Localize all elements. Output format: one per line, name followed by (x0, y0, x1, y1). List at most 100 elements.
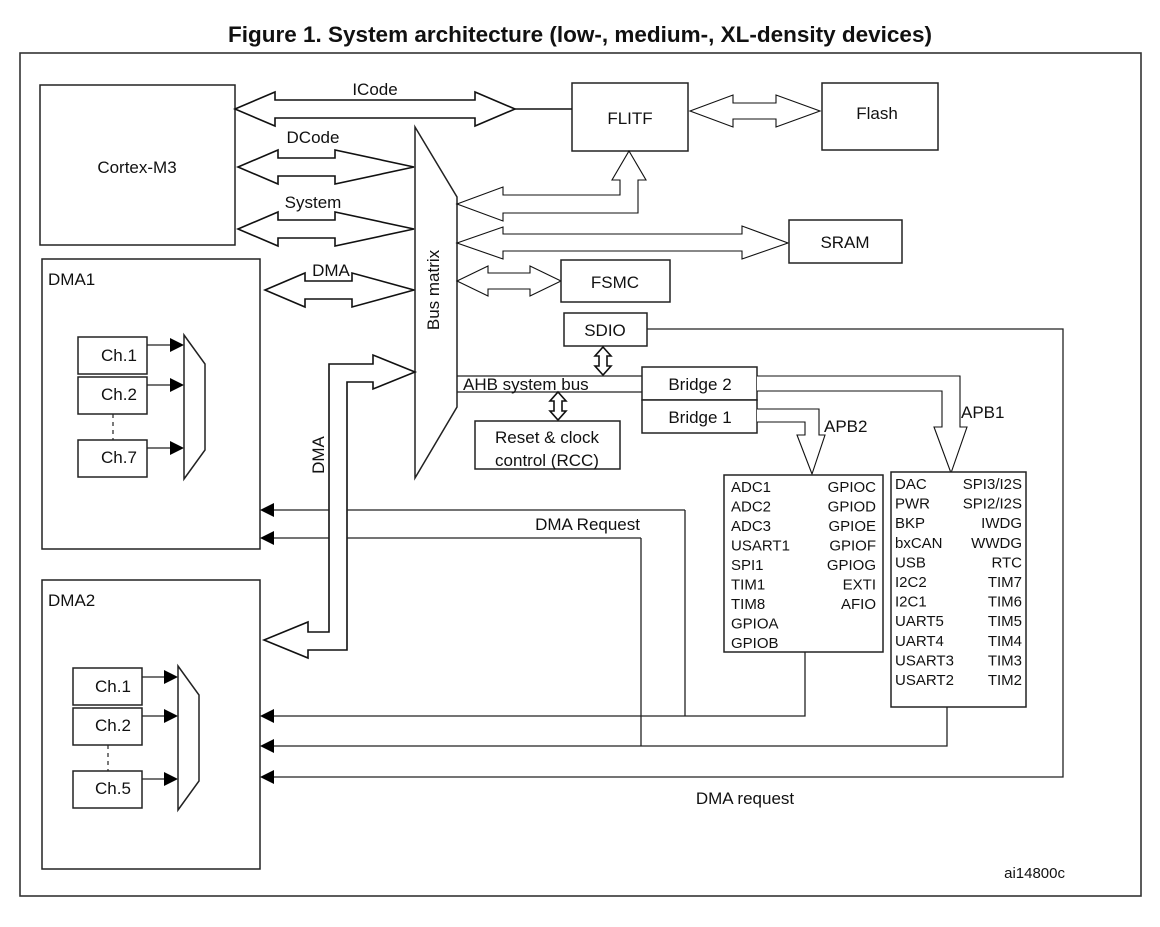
apb2-peripheral-gpiob: GPIOB (731, 635, 779, 652)
sdio-label: SDIO (584, 321, 626, 340)
apb1-peripheral-tim6: TIM6 (988, 594, 1022, 611)
sdio-block: SDIO (563, 312, 648, 347)
figure-id: ai14800c (1004, 865, 1065, 882)
apb2-peripheral-adc1: ADC1 (731, 479, 771, 496)
apb2-peripheral-adc3: ADC3 (731, 518, 771, 535)
dma1-label: DMA1 (48, 270, 95, 289)
dma1-channel-2-label: Ch.2 (101, 385, 137, 404)
apb2-peripheral-afio: AFIO (841, 596, 876, 613)
fsmc-label: FSMC (591, 273, 639, 292)
apb1-peripheral-spi3-i2s: SPI3/I2S (963, 476, 1022, 493)
apb1-peripheral-pwr: PWR (895, 496, 930, 513)
figure-frame (19, 52, 1142, 897)
dma2-label: DMA2 (48, 591, 95, 610)
apb1-peripheral-bxcan: bxCAN (895, 535, 943, 552)
apb2-label: APB2 (824, 417, 867, 436)
sram-label: SRAM (820, 233, 869, 252)
apb1-peripheral-bkp: BKP (895, 515, 925, 532)
apb1-label: APB1 (961, 403, 1004, 422)
dma1-channel-2 (77, 376, 148, 415)
icode-label: ICode (352, 80, 397, 99)
dma2-channel-2-label: Ch.2 (95, 716, 131, 735)
dma1-channel-7 (77, 439, 148, 478)
cortex-m3-label: Cortex-M3 (97, 158, 176, 177)
dma2-channel-1 (72, 667, 143, 706)
dma1-request-lines: DMA Request (260, 503, 686, 746)
bus-matrix: Bus matrix (414, 124, 458, 481)
apb2-peripheral-gpioc: GPIOC (828, 479, 877, 496)
apb1-peripheral-spi2-i2s: SPI2/I2S (963, 496, 1022, 513)
apb1-peripheral-tim4: TIM4 (988, 633, 1022, 650)
dma1-block: DMA1 Ch.1 Ch.2 Ch.7 (41, 258, 261, 550)
dma2-arbiter (177, 663, 200, 813)
matrix-sram-bus (455, 225, 790, 260)
apb2-peripheral-spi1: SPI1 (731, 557, 764, 574)
apb1-bus: APB1 (757, 375, 1004, 475)
dcode-label: DCode (287, 128, 340, 147)
bridge-2-label: Bridge 2 (668, 375, 731, 394)
dma2-channel-2 (72, 707, 143, 746)
matrix-flitf-bus (455, 149, 647, 222)
apb2-peripheral-gpioa: GPIOA (731, 616, 779, 633)
flitf-flash-bus (688, 94, 822, 128)
bridge-1-label: Bridge 1 (668, 408, 731, 427)
apb1-peripheral-rtc: RTC (991, 554, 1022, 571)
dma2-channel-5-label: Ch.5 (95, 779, 131, 798)
flash-label: Flash (856, 104, 898, 123)
dma2-channel-5 (72, 770, 143, 809)
rcc-label-line2: control (RCC) (495, 451, 599, 470)
apb2-peripheral-gpiof: GPIOF (829, 538, 876, 555)
apb1-peripheral-i2c1: I2C1 (895, 594, 927, 611)
apb2-bus: APB2 (757, 408, 867, 476)
fsmc-block: FSMC (560, 259, 671, 303)
dma-bus: DMA (262, 261, 418, 309)
icode-bus: ICode (232, 80, 518, 128)
bus-matrix-label: Bus matrix (424, 249, 443, 330)
apb1-peripheral-tim2: TIM2 (988, 672, 1022, 689)
sram-block: SRAM (788, 219, 903, 264)
apb1-peripheral-wwdg: WWDG (971, 535, 1022, 552)
apb2-peripherals-block: ADC1ADC2ADC3USART1SPI1TIM1TIM8GPIOAGPIOB… (723, 474, 884, 653)
matrix-fsmc-bus (455, 265, 563, 297)
apb2-peripheral-exti: EXTI (843, 577, 876, 594)
apb1-peripheral-usb: USB (895, 554, 926, 571)
apb1-peripheral-i2c2: I2C2 (895, 574, 927, 591)
dma1-channel-1 (77, 336, 148, 375)
apb1-peripheral-iwdg: IWDG (981, 515, 1022, 532)
dma1-channel-1-label: Ch.1 (101, 346, 137, 365)
dma1-arbiter (183, 332, 206, 482)
system-bus: System (235, 193, 415, 248)
dma-request-lower-label: DMA request (696, 789, 795, 808)
apb2-peripheral-gpiod: GPIOD (828, 499, 877, 516)
rcc-label-line1: Reset & clock (495, 428, 599, 447)
flash-block: Flash (821, 82, 939, 151)
sdio-dma-request-line (262, 328, 1064, 778)
apb1-peripheral-usart2: USART2 (895, 672, 954, 689)
flitf-block: FLITF (571, 82, 689, 152)
apb1-peripheral-tim7: TIM7 (988, 574, 1022, 591)
system-label: System (285, 193, 342, 212)
dma2-bus-matrix-bus: DMA (261, 353, 418, 660)
dma2-request-lines: DMA request (260, 652, 948, 808)
apb2-peripheral-gpiog: GPIOG (827, 557, 876, 574)
bridge-2-block: Bridge 2 (641, 366, 758, 401)
apb1-peripheral-dac: DAC (895, 476, 927, 493)
figure-title: Figure 1. System architecture (low-, med… (228, 22, 932, 47)
apb2-peripheral-tim8: TIM8 (731, 596, 765, 613)
dma1-channel-7-label: Ch.7 (101, 448, 137, 467)
apb1-peripheral-uart5: UART5 (895, 613, 944, 630)
apb2-peripheral-adc2: ADC2 (731, 499, 771, 516)
cortex-m3-block: Cortex-M3 (39, 84, 236, 246)
dma2-block: DMA2 Ch.1 Ch.2 Ch.5 (41, 579, 261, 870)
apb1-peripheral-tim5: TIM5 (988, 613, 1022, 630)
ahb-system-bus: AHB system bus (457, 375, 642, 394)
flitf-label: FLITF (607, 109, 652, 128)
sdio-ahb-link (593, 345, 613, 377)
apb2-peripheral-gpioe: GPIOE (828, 518, 876, 535)
bridge-1-block: Bridge 1 (641, 399, 758, 434)
apb1-peripherals-block: DAC PWR BKP bxCAN USB I2C2I2C1UART5UART4USART… (890, 471, 1027, 708)
apb1-peripheral-uart4: UART4 (895, 633, 944, 650)
rcc-block: Reset & clock control (RCC) (474, 420, 621, 470)
ahb-label: AHB system bus (463, 375, 589, 394)
